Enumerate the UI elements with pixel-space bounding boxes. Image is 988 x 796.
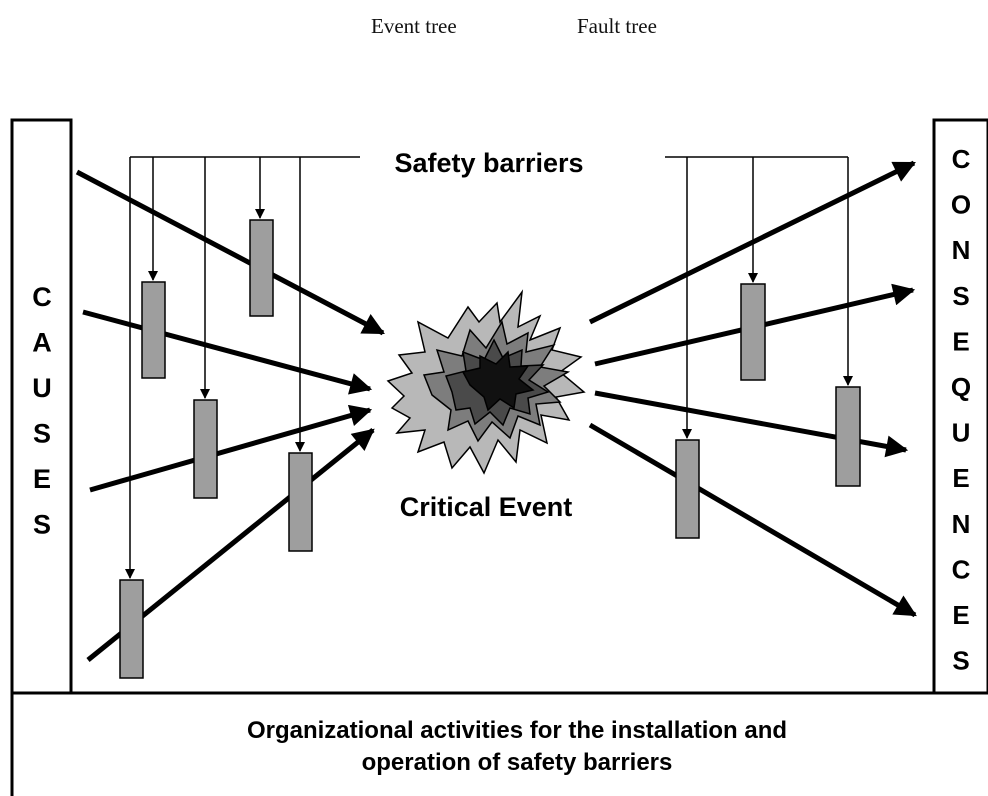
consequence-arrow-4 bbox=[588, 422, 917, 618]
organizational-text-line-1: Organizational activities for the instal… bbox=[247, 717, 787, 744]
critical-event-burst bbox=[386, 289, 586, 475]
safety-barrier bbox=[193, 399, 218, 499]
consequences-letter: C bbox=[952, 554, 971, 584]
causes-letter: S bbox=[33, 419, 51, 449]
causes-letter: S bbox=[33, 510, 51, 540]
causes-letter: C bbox=[32, 282, 52, 312]
consequences-letter: N bbox=[952, 235, 971, 265]
causes-box bbox=[10, 118, 73, 695]
consequences-letter: U bbox=[952, 418, 971, 448]
consequences-letter: O bbox=[951, 190, 971, 220]
safety-barrier bbox=[249, 219, 274, 317]
left-barriers bbox=[119, 219, 313, 679]
consequences-letter: E bbox=[952, 600, 969, 630]
safety-barrier bbox=[835, 386, 861, 487]
safety-barrier bbox=[675, 439, 700, 539]
safety-barrier bbox=[119, 579, 144, 679]
right-barriers bbox=[675, 283, 861, 539]
event-tree-label: Event tree bbox=[371, 14, 457, 38]
consequences-letter: N bbox=[952, 509, 971, 539]
left-barrier-lines bbox=[125, 156, 360, 579]
causes-letter: E bbox=[33, 464, 51, 494]
consequence-arrow-1 bbox=[588, 160, 916, 325]
cause-arrow-2 bbox=[82, 309, 373, 395]
safety-barrier bbox=[740, 283, 766, 381]
cause-arrows bbox=[75, 169, 385, 662]
consequences-letter: E bbox=[952, 463, 969, 493]
safety-barrier bbox=[288, 452, 313, 552]
organizational-text-line-2: operation of safety barriers bbox=[362, 749, 673, 776]
causes-letter: U bbox=[32, 373, 52, 403]
consequences-letter: Q bbox=[951, 372, 971, 402]
organizational-box bbox=[10, 691, 988, 796]
cause-arrow-1 bbox=[75, 169, 385, 336]
fault-tree-label: Fault tree bbox=[577, 14, 657, 38]
safety-barriers-label: Safety barriers bbox=[394, 148, 583, 178]
critical-event-label: Critical Event bbox=[400, 492, 573, 522]
safety-barrier bbox=[141, 281, 166, 379]
consequences-letter: S bbox=[952, 646, 969, 676]
causes-letter: A bbox=[32, 328, 52, 358]
cause-arrow-3 bbox=[89, 404, 373, 493]
consequences-letter: S bbox=[952, 281, 969, 311]
consequences-box bbox=[932, 118, 988, 695]
consequences-letter: E bbox=[952, 326, 969, 356]
consequences-letter: C bbox=[952, 144, 971, 174]
